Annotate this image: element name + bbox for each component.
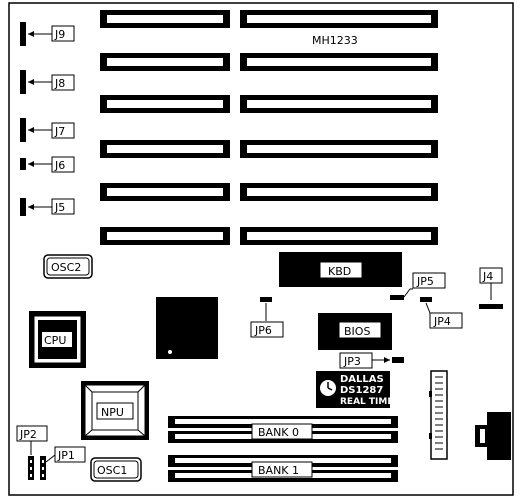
power-connector	[429, 370, 448, 460]
jp5-label-box	[412, 272, 446, 289]
jp1-label-box	[54, 446, 86, 463]
j5-label-box	[51, 198, 75, 215]
jp6-label-box	[250, 321, 284, 338]
npu-label: NPU	[101, 406, 124, 419]
simm-slot-1	[168, 416, 398, 428]
cpu-chip: CPU	[29, 311, 86, 368]
bios-chip: BIOS	[318, 313, 392, 350]
chipset-chip	[156, 297, 218, 359]
slot-right-6	[240, 227, 438, 245]
slot-left-5	[100, 183, 230, 201]
connector-j5: J5	[20, 198, 75, 216]
j9-label: J9	[54, 28, 65, 41]
keyboard-din-connector	[475, 412, 511, 460]
connector-j9: J9	[20, 22, 75, 46]
jumper-jp2: JP2	[16, 425, 48, 480]
j7-label: J7	[54, 125, 65, 138]
npu-chip: NPU	[81, 381, 149, 440]
bank0-label: BANK 0	[258, 426, 299, 439]
j7-label-box	[51, 122, 75, 139]
bank1-label: BANK 1	[258, 464, 299, 477]
oscillator-osc2: OSC2	[43, 254, 93, 279]
jp4-label: JP4	[433, 315, 451, 328]
keyboard-controller-chip: KBD	[279, 252, 402, 287]
jumper-jp1: JP1	[40, 446, 86, 480]
oscillator-osc1: OSC1	[90, 457, 142, 482]
jumper-jp3: JP3	[339, 352, 404, 369]
connector-j7: J7	[20, 118, 75, 142]
jumper-jp4: JP4	[420, 297, 463, 329]
jp2-label: JP2	[19, 428, 37, 441]
slot-right-4	[240, 140, 438, 158]
simm-slot-3	[168, 455, 398, 467]
j8-label: J8	[54, 77, 65, 90]
dallas-label-line2: DS1287	[340, 385, 383, 396]
osc1-label: OSC1	[97, 464, 127, 477]
bank0-label-group: BANK 0	[251, 423, 313, 440]
dallas-label-line3: REAL TIME	[340, 397, 394, 407]
jp3-label: JP3	[343, 355, 361, 368]
jp4-label-box	[429, 312, 463, 329]
slot-left-1	[100, 10, 230, 28]
jp6-label: JP6	[254, 324, 272, 337]
cpu-label: CPU	[44, 334, 66, 347]
j6-label-box	[51, 156, 75, 173]
slot-right-1	[240, 10, 438, 28]
kbd-label: KBD	[328, 265, 351, 278]
jumper-jp6: JP6	[250, 297, 284, 338]
j5-label: J5	[54, 201, 65, 214]
jumper-jp5: JP5	[390, 272, 446, 300]
slot-left-6	[100, 227, 230, 245]
expansion-slots	[100, 10, 438, 245]
j8-label-box	[51, 74, 75, 91]
slot-right-2	[240, 53, 438, 71]
bank1-label-group: BANK 1	[251, 461, 313, 478]
slot-right-5	[240, 183, 438, 201]
bios-label: BIOS	[344, 325, 370, 338]
j6-label: J6	[54, 159, 65, 172]
jp1-label: JP1	[57, 449, 75, 462]
slot-left-3	[100, 95, 230, 113]
j4-label: J4	[482, 270, 493, 283]
slot-left-4	[100, 140, 230, 158]
osc2-label: OSC2	[51, 261, 81, 274]
connector-j8: J8	[20, 70, 75, 94]
slot-left-2	[100, 53, 230, 71]
connector-j4: J4	[479, 267, 503, 309]
jp5-label: JP5	[416, 275, 434, 288]
connector-j6: J6	[20, 156, 75, 173]
dallas-rtc-chip: DALLAS DS1287 REAL TIME	[316, 371, 394, 408]
board-model-label: MH1233	[312, 34, 358, 47]
dallas-label-line1: DALLAS	[340, 374, 384, 385]
jp2-label-box	[16, 425, 48, 442]
slot-right-3	[240, 95, 438, 113]
